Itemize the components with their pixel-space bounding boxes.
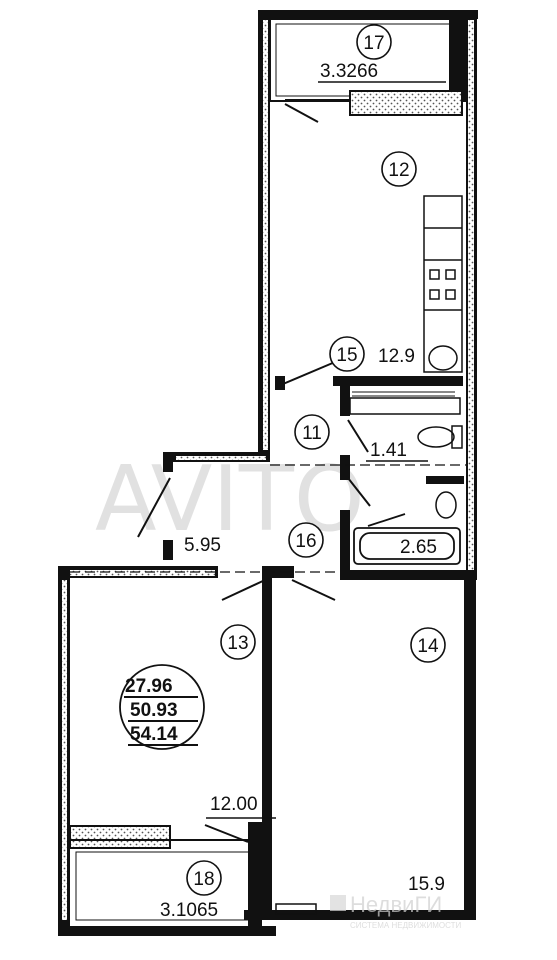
total-no-balcony: 50.93	[130, 700, 178, 721]
svg-text:НедвиГИ: НедвиГИ	[350, 892, 442, 917]
area-hall: 5.95	[184, 535, 221, 556]
avito-watermark: AVITO	[95, 447, 365, 552]
brand-watermark: НедвиГИ СИСТЕМА НЕДВИЖИМОСТИ	[330, 892, 462, 930]
area-bath: 2.65	[400, 537, 437, 558]
svg-text:17: 17	[363, 33, 384, 54]
svg-text:11: 11	[302, 423, 322, 444]
balcony-top	[269, 18, 467, 123]
room-number-15: 15	[329, 336, 365, 372]
kitchen-units	[423, 195, 463, 373]
room-number-11: 11	[294, 414, 330, 450]
room-number-18: 18	[186, 860, 222, 896]
room-number-13: 13	[220, 624, 256, 660]
room-number-17: 17	[356, 24, 392, 60]
area-room-left: 12.00	[210, 794, 258, 815]
area-balcony-top: 3.3266	[320, 61, 378, 82]
area-totals: 27.96 50.93 54.14	[119, 664, 205, 750]
area-balcony-bottom: 3.1065	[160, 900, 218, 921]
room-number-12: 12	[381, 151, 417, 187]
room-number-16: 16	[288, 522, 324, 558]
wall-hatching	[62, 20, 474, 920]
svg-text:13: 13	[227, 633, 248, 654]
svg-text:15: 15	[336, 345, 357, 366]
area-room-right: 15.9	[408, 874, 445, 895]
total-area: 54.14	[130, 724, 178, 745]
total-living: 27.96	[125, 676, 173, 697]
svg-text:16: 16	[295, 531, 316, 552]
svg-text:18: 18	[193, 869, 214, 890]
toilet-fixture	[417, 425, 463, 519]
area-toilet: 1.41	[370, 440, 407, 461]
svg-text:14: 14	[417, 636, 439, 657]
room-number-14: 14	[410, 627, 446, 663]
area-kitchen: 12.9	[378, 346, 415, 367]
svg-text:12: 12	[388, 160, 409, 181]
balcony-bottom	[69, 822, 317, 926]
bathtub	[353, 513, 461, 565]
inner-partitions	[70, 361, 466, 910]
svg-text:СИСТЕМА НЕДВИЖИМОСТИ: СИСТЕМА НЕДВИЖИМОСТИ	[350, 921, 462, 930]
